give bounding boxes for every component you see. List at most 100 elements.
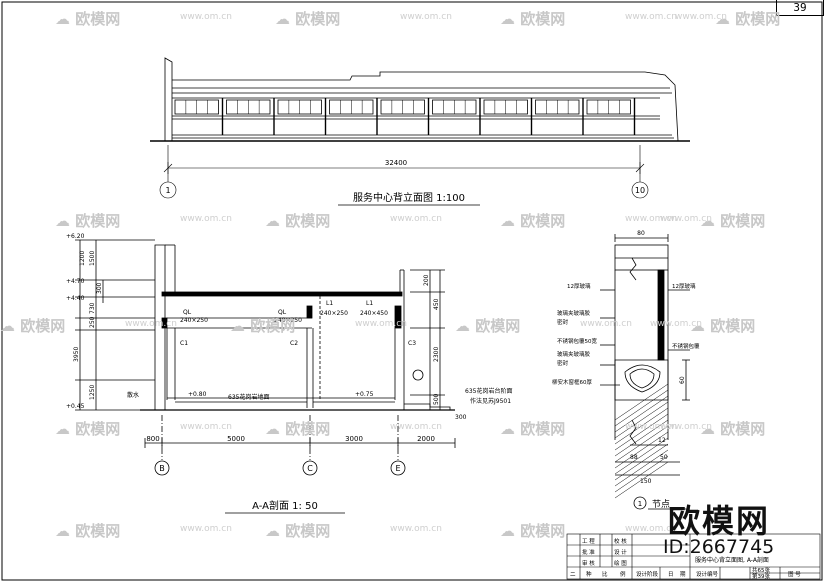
axis-b: B [159, 464, 165, 473]
watermark-url: www.om.cn [125, 319, 177, 329]
watermark-text: ☁ 欧模网 [455, 317, 521, 335]
svg-text:期: 期 [680, 571, 686, 578]
dim-1250: 1250 [89, 385, 96, 400]
detail-dim-60: 60 [679, 376, 686, 384]
axis-c: C [307, 464, 313, 473]
svg-text:服务中心背立面图, A-A剖面: 服务中心背立面图, A-A剖面 [695, 556, 769, 564]
detail-node [600, 234, 690, 510]
svg-text:日: 日 [668, 571, 674, 578]
floor-note: 635花岗岩地面 [228, 393, 269, 401]
watermark-url: www.om.cn [625, 214, 677, 224]
svg-text:例: 例 [620, 570, 626, 578]
title-block [566, 533, 821, 580]
axis-e: E [395, 464, 400, 473]
svg-text:设 计: 设 计 [614, 548, 627, 556]
elevation-dim-text: 32400 [385, 159, 407, 167]
detail-title: 节点 [652, 499, 670, 510]
axis-label-1: 1 [165, 186, 170, 195]
watermark-text: ☁ 欧模网 [500, 10, 566, 28]
watermark-text: ☁ 欧模网 [55, 10, 121, 28]
watermark-url: www.om.cn [660, 214, 712, 224]
section-aa [75, 239, 456, 476]
brand-logo-text: 欧模网 [668, 502, 771, 540]
section-right-dims: 200 450 2300 500 [423, 274, 440, 405]
watermark-text: ☁ 欧模网 [265, 420, 331, 438]
watermark-text: ☁ 欧模网 [690, 317, 756, 335]
watermark-text: ☁ 欧模网 [55, 420, 121, 438]
dim-730: 730 [89, 302, 96, 314]
column-c3: C3 [408, 340, 416, 347]
beam-size-1: 240×250 [180, 317, 208, 324]
brand-id: ID:2667745 [663, 536, 775, 558]
section-elevation-marks: +6.20 +4.70 +4.40 +0.45 [66, 233, 85, 410]
watermark-url: www.om.cn [650, 319, 702, 329]
section-column-labels: C1 C2 C3 [180, 340, 416, 347]
watermark-url: www.om.cn [660, 422, 712, 432]
watermark-text: ☁ 欧模网 [230, 317, 296, 335]
detail-label-steel-50: 不锈钢包覆50宽 [557, 337, 597, 345]
watermark-url: www.om.cn [390, 524, 442, 534]
axis-label-10: 10 [635, 186, 645, 195]
title-block-text: 工 程 校 核 批 准 设 计 服务中心背立面图, A-A剖面 审 核 绘 图 … [570, 537, 801, 580]
dim-small-300: 300 [455, 414, 467, 421]
span-2000: 2000 [417, 435, 435, 443]
watermark-url: www.om.cn [180, 12, 232, 22]
drain-label: 散水 [127, 391, 139, 399]
section-left-dims: 1500 300 1200 730 250 3950 1250 [73, 251, 103, 400]
watermark-text: ☁ 欧模网 [700, 212, 766, 230]
detail-dim-80: 80 [637, 230, 645, 237]
watermark-text: ☁ 欧模网 [55, 212, 121, 230]
watermark-url: www.om.cn [355, 319, 407, 329]
step-note: 635花岗岩台阶面 [465, 387, 512, 395]
detail-label-glass-right: 12厚玻璃 [672, 282, 696, 290]
beam-size-3: 240×250 [320, 310, 348, 317]
beam-size-2: 240×250 [274, 317, 302, 324]
dim-2300: 2300 [433, 347, 440, 362]
svg-text:种: 种 [586, 570, 592, 578]
elev-mark-620: +6.20 [66, 233, 85, 240]
dim-3950: 3950 [73, 347, 80, 362]
detail-bottom-dims: 12 88 50 150 [630, 437, 668, 485]
detail-label-steel: 不锈钢包覆 [672, 342, 700, 350]
elev-mark-045: +0.45 [66, 403, 85, 410]
watermark-text: ☁ 欧模网 [55, 522, 121, 540]
watermark-text: ☁ 欧模网 [500, 212, 566, 230]
watermark-url: www.om.cn [390, 214, 442, 224]
detail-label-glue-2: 玻璃夹玻璃胶 [557, 350, 591, 358]
watermark-url: www.om.cn [675, 12, 727, 22]
watermark-url: www.om.cn [180, 214, 232, 224]
elev-mark-470: +4.70 [66, 278, 85, 285]
dim-250: 250 [89, 316, 96, 328]
dim-450: 450 [433, 298, 440, 310]
step-note-2: 作法见苏J9501 [470, 397, 511, 405]
detail-label-glue-1: 玻璃夹玻璃胶 [557, 309, 591, 317]
column-c1: C1 [180, 340, 188, 347]
section-beam-labels: QL 240×250 QL 240×250 L1 240×250 L1 240×… [180, 300, 388, 324]
dim-500: 500 [433, 393, 440, 405]
section-title: A-A剖面 1: 50 [252, 499, 318, 512]
detail-dim-50: 50 [660, 454, 668, 461]
watermark-url: www.om.cn [180, 524, 232, 534]
detail-label-seal-1: 密封 [557, 318, 569, 326]
watermark-text: ☁ 欧模网 [500, 420, 566, 438]
column-c2: C2 [290, 340, 298, 347]
svg-text:图 号: 图 号 [788, 570, 801, 578]
elevation-dimension [159, 145, 649, 199]
dim-1200: 1200 [79, 251, 86, 266]
detail-dim-12: 12 [658, 437, 666, 444]
svg-text:设计编号: 设计编号 [696, 570, 719, 578]
level-080: +0.80 [188, 391, 207, 398]
detail-label-glass-left: 12厚玻璃 [567, 282, 591, 290]
watermark-text: ☁ 欧模网 [275, 10, 341, 28]
svg-text:校 核: 校 核 [614, 537, 627, 545]
watermark-url: www.om.cn [400, 12, 452, 22]
watermark-text: ☁ 欧模网 [0, 317, 66, 335]
elevation-title: 服务中心背立面图 1:100 [353, 191, 465, 204]
watermark-url: www.om.cn [625, 12, 677, 22]
watermark-url: www.om.cn [580, 319, 632, 329]
level-075: +0.75 [355, 391, 374, 398]
svg-text:二: 二 [570, 572, 576, 578]
span-800: 800 [146, 435, 159, 443]
